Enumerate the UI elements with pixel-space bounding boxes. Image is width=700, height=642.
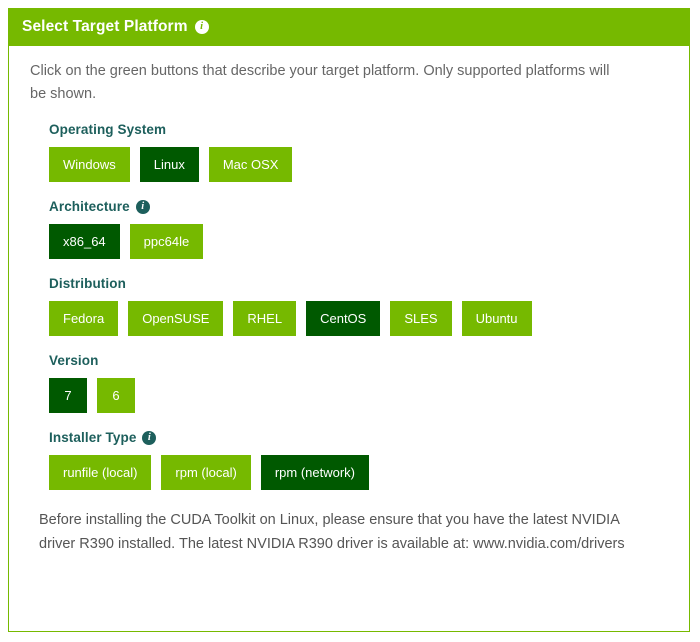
driver-note: Before installing the CUDA Toolkit on Li… [39, 512, 625, 552]
option-button-operating-system-1[interactable]: Linux [139, 147, 199, 183]
option-button-architecture-0[interactable]: x86_64 [49, 224, 120, 260]
card-header: Select Target Platform i [9, 9, 689, 46]
section-label-text: Version [49, 353, 99, 369]
option-button-architecture-1[interactable]: ppc64le [129, 224, 204, 260]
option-button-version-0[interactable]: 7 [49, 378, 87, 414]
option-button-distribution-3[interactable]: CentOS [306, 301, 381, 337]
section-label-distribution: Distribution [49, 276, 689, 291]
section-label-version: Version [49, 353, 689, 368]
option-button-distribution-4[interactable]: SLES [390, 301, 452, 337]
option-button-operating-system-0[interactable]: Windows [49, 147, 130, 183]
option-row-installer-type: runfile (local)rpm (local)rpm (network) [49, 455, 689, 491]
option-button-distribution-1[interactable]: OpenSUSE [128, 301, 224, 337]
option-button-installer-type-2[interactable]: rpm (network) [260, 455, 370, 491]
option-button-distribution-0[interactable]: Fedora [49, 301, 119, 337]
intro-text: Click on the green buttons that describe… [30, 63, 610, 103]
card-body: Click on the green buttons that describe… [9, 46, 689, 631]
section-label-text: Installer Type [49, 430, 137, 446]
section-label-text: Operating System [49, 122, 167, 138]
option-button-version-1[interactable]: 6 [97, 378, 135, 414]
section-label-installer-type: Installer Type i [49, 430, 689, 445]
section-label-text: Architecture [49, 199, 130, 215]
section-label-operating-system: Operating System [49, 122, 689, 137]
section-installer-type: Installer Type i runfile (local)rpm (local… [49, 430, 689, 491]
section-label-architecture: Architecture i [49, 199, 689, 214]
select-target-platform-card: Select Target Platform i Click on the gr… [8, 8, 690, 632]
info-circle-icon[interactable]: i [142, 430, 157, 445]
option-button-distribution-2[interactable]: RHEL [233, 301, 297, 337]
option-button-installer-type-1[interactable]: rpm (local) [161, 455, 251, 491]
option-button-installer-type-0[interactable]: runfile (local) [49, 455, 152, 491]
section-label-text: Distribution [49, 276, 126, 292]
info-circle-icon[interactable]: i [135, 199, 150, 214]
option-button-operating-system-2[interactable]: Mac OSX [208, 147, 293, 183]
info-circle-icon[interactable]: i [194, 20, 209, 34]
page-title: Select Target Platform [22, 18, 188, 35]
option-button-distribution-5[interactable]: Ubuntu [461, 301, 532, 337]
